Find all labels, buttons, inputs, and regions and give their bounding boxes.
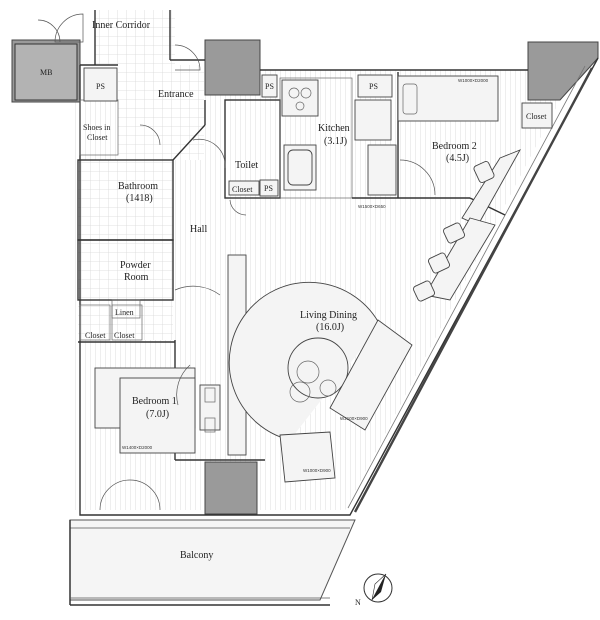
compass-north-label: N — [355, 598, 361, 607]
label-room1-size: (7.0J) — [146, 409, 169, 420]
label-shoes-closet-2: Closet — [87, 133, 108, 142]
walls — [69, 10, 599, 606]
dim-sofa-chair: W1000×D900 — [303, 468, 331, 473]
dim-bed-room1: W1400×D2000 — [122, 445, 153, 450]
furniture-dimensions: W1000×D2000 W1500×D650 W1400×D2000 W2100… — [122, 78, 489, 473]
dim-fridge: W1500×D650 — [358, 204, 386, 209]
label-closet-left: Closet — [85, 331, 106, 340]
label-shoes-closet-1: Shoes in — [83, 123, 110, 132]
label-room2: Bedroom 2 — [432, 141, 477, 152]
label-ps-room2: PS — [369, 82, 378, 91]
label-toilet-closet: Closet — [232, 185, 253, 194]
label-ps-toilet: PS — [264, 184, 273, 193]
label-living-dining-size: (16.0J) — [316, 322, 344, 333]
label-living-dining: Living Dining — [300, 310, 357, 321]
label-entrance: Entrance — [158, 89, 194, 100]
label-balcony: Balcony — [180, 550, 213, 561]
structural-walls — [11, 39, 599, 515]
label-powder-room-1: Powder — [120, 260, 151, 271]
label-toilet: Toilet — [235, 160, 258, 171]
dim-bed-room2: W1000×D2000 — [458, 78, 489, 83]
label-hall: Hall — [190, 224, 207, 235]
door-swings — [37, 13, 436, 511]
label-closet-right: Closet — [114, 331, 135, 340]
dim-sofa-long: W2100×D900 — [340, 416, 368, 421]
label-room2-size: (4.5J) — [446, 153, 469, 164]
label-room1: Bedroom 1 — [132, 396, 177, 407]
label-kitchen-size: (3.1J) — [324, 136, 347, 147]
label-linen: Linen — [115, 308, 134, 317]
label-ps-kitchen: PS — [265, 82, 274, 91]
room-labels: Inner Corridor MB PS PS PS PS Entrance S… — [40, 20, 547, 561]
label-bathroom-size: (1418) — [126, 193, 153, 204]
label-powder-room-2: Room — [124, 272, 149, 283]
compass-icon: N — [355, 573, 393, 607]
label-ps-entrance: PS — [96, 82, 105, 91]
label-room2-closet: Closet — [526, 112, 547, 121]
label-mb: MB — [40, 68, 52, 77]
label-kitchen: Kitchen — [318, 123, 350, 134]
label-bathroom: Bathroom — [118, 181, 158, 192]
label-inner-corridor: Inner Corridor — [92, 20, 151, 31]
